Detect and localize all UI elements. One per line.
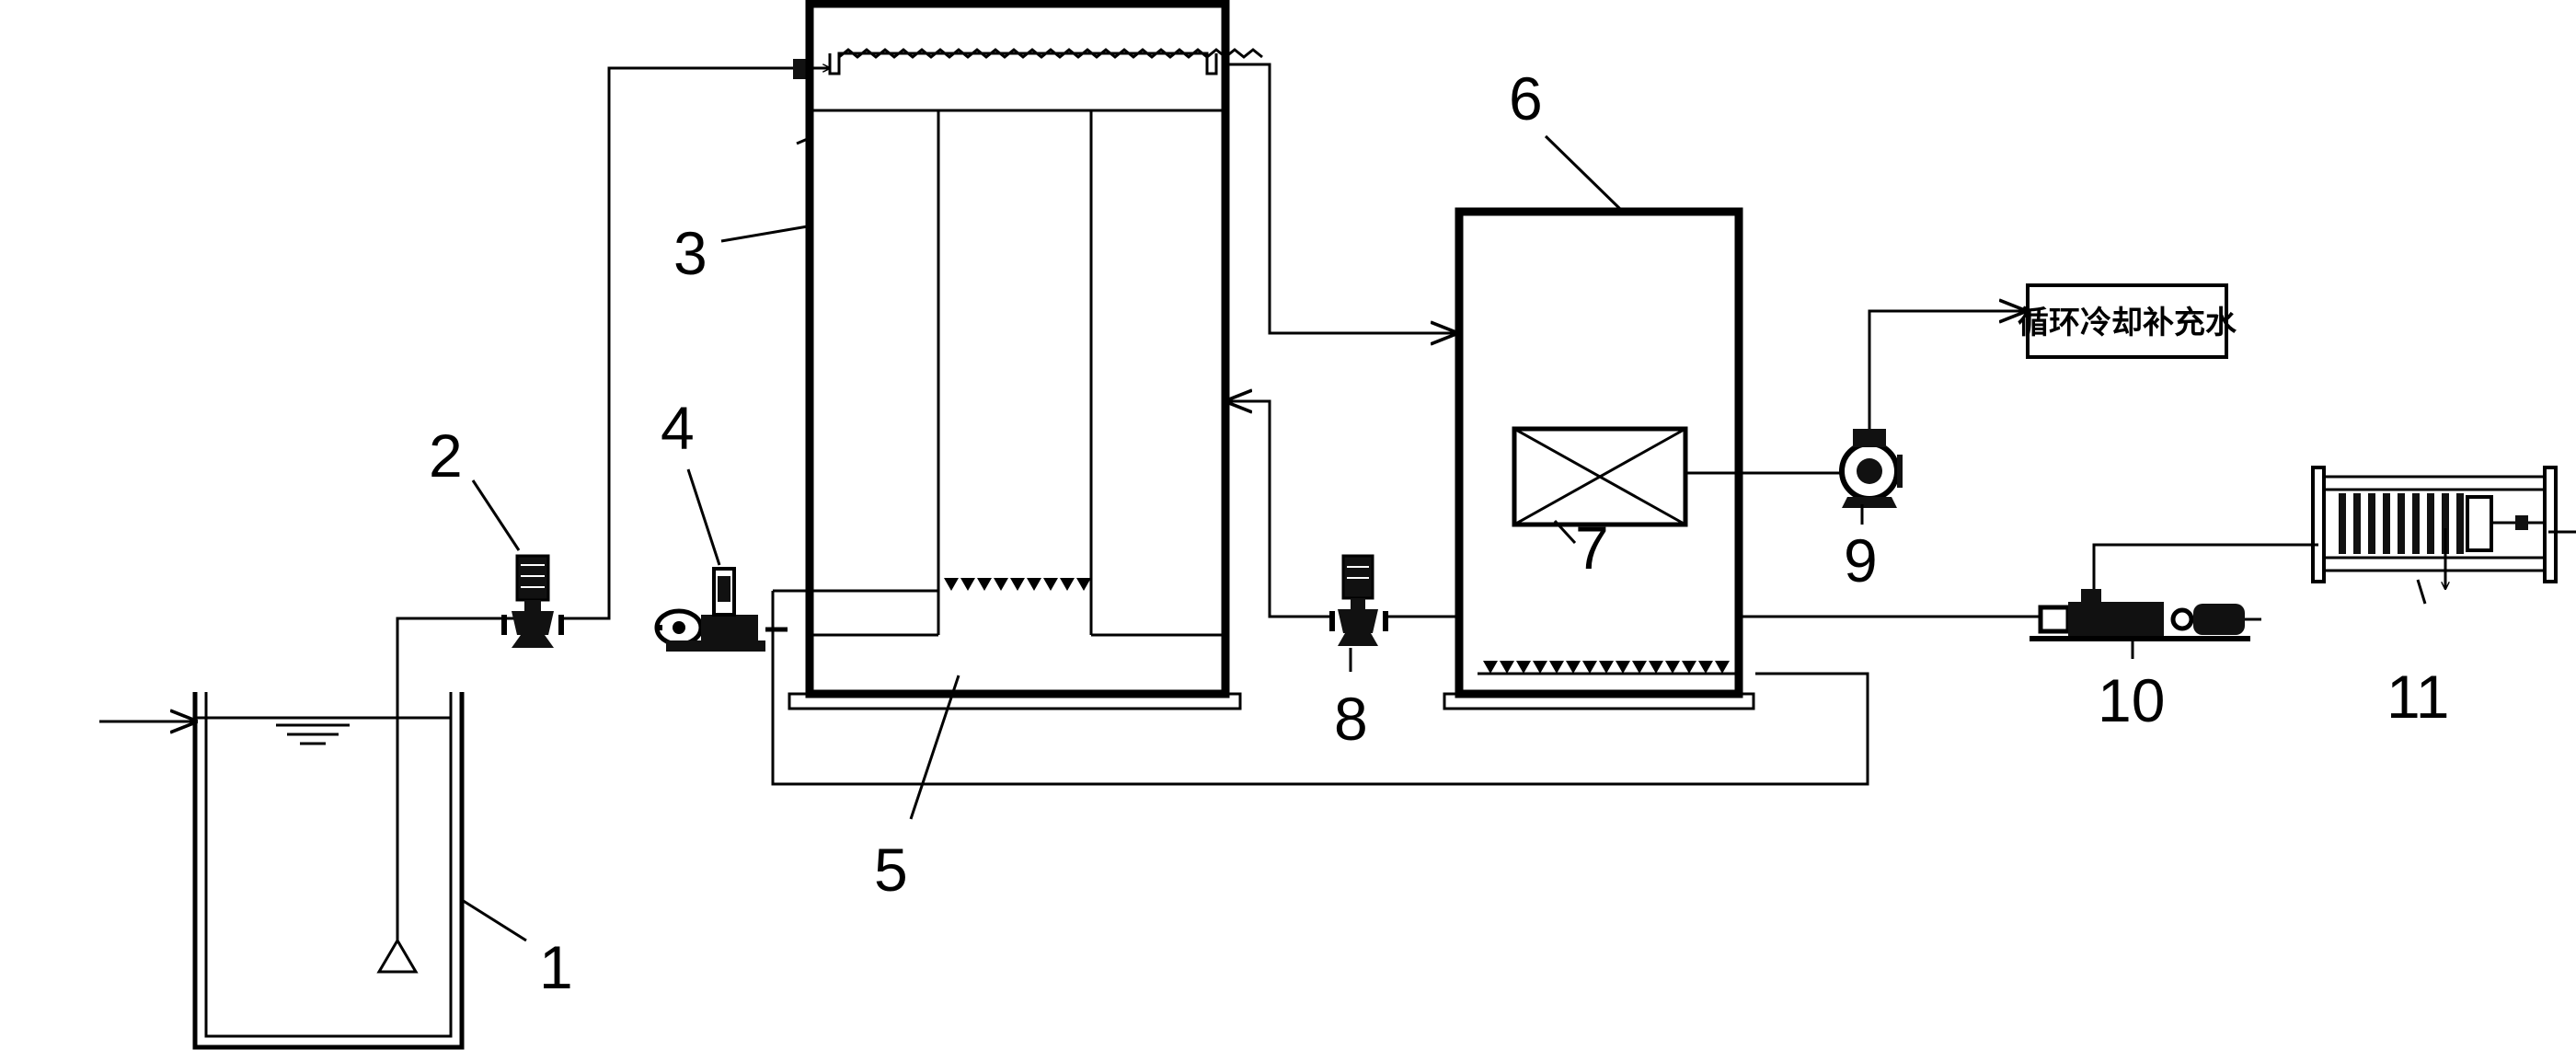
pipe-pump10-to-press bbox=[2092, 543, 2318, 589]
air-pipe bbox=[771, 591, 1869, 786]
label-1: 1 bbox=[539, 933, 573, 1001]
label-6-leader bbox=[1544, 134, 1623, 212]
label-7: 7 bbox=[1575, 513, 1609, 582]
sawtooth-weir bbox=[838, 48, 1263, 59]
overflow-pipe bbox=[1225, 63, 1455, 333]
label-8: 8 bbox=[1334, 685, 1368, 753]
pump-9 bbox=[1839, 429, 1903, 508]
label-3: 3 bbox=[673, 219, 707, 287]
outlet-box-text: 循环冷却补充水 bbox=[2018, 305, 2237, 341]
filter-box-7 bbox=[1512, 426, 1688, 527]
reactor-3 bbox=[788, 0, 1263, 710]
label-10: 10 bbox=[2098, 666, 2165, 734]
label-4: 4 bbox=[661, 394, 695, 462]
label-6: 6 bbox=[1509, 64, 1543, 133]
label-3-leader bbox=[720, 225, 809, 243]
filter-plates bbox=[2339, 493, 2464, 554]
label-11: 11 bbox=[2386, 663, 2450, 731]
label-1-leader bbox=[461, 898, 527, 942]
suction-foot-valve bbox=[376, 938, 419, 974]
pipe-pump9-outlet bbox=[1868, 311, 2024, 429]
tank-6 bbox=[1443, 207, 1755, 710]
pipe-pump2-to-reactor bbox=[561, 66, 793, 620]
label-11-leader bbox=[2416, 579, 2427, 605]
outlet-box: 循环冷却补充水 bbox=[2018, 283, 2237, 359]
pump-2 bbox=[501, 554, 564, 648]
label-5: 5 bbox=[874, 836, 908, 904]
label-2: 2 bbox=[429, 421, 463, 490]
pump-4 bbox=[654, 567, 788, 652]
label-5-leader bbox=[909, 675, 960, 820]
return-pipe-up bbox=[1227, 401, 1332, 618]
aerator-row-reactor bbox=[944, 578, 1091, 591]
pump-10 bbox=[2030, 589, 2261, 641]
aerator-row-tank6 bbox=[1483, 661, 1730, 674]
suction-pipe bbox=[396, 617, 515, 940]
filter-press-11 bbox=[2311, 466, 2576, 589]
collection-tank bbox=[192, 692, 465, 1050]
label-4-leader bbox=[686, 468, 721, 566]
label-2-leader bbox=[471, 479, 521, 551]
label-7-leader bbox=[1553, 519, 1577, 545]
pump-8 bbox=[1329, 554, 1388, 646]
label-9: 9 bbox=[1844, 526, 1878, 594]
